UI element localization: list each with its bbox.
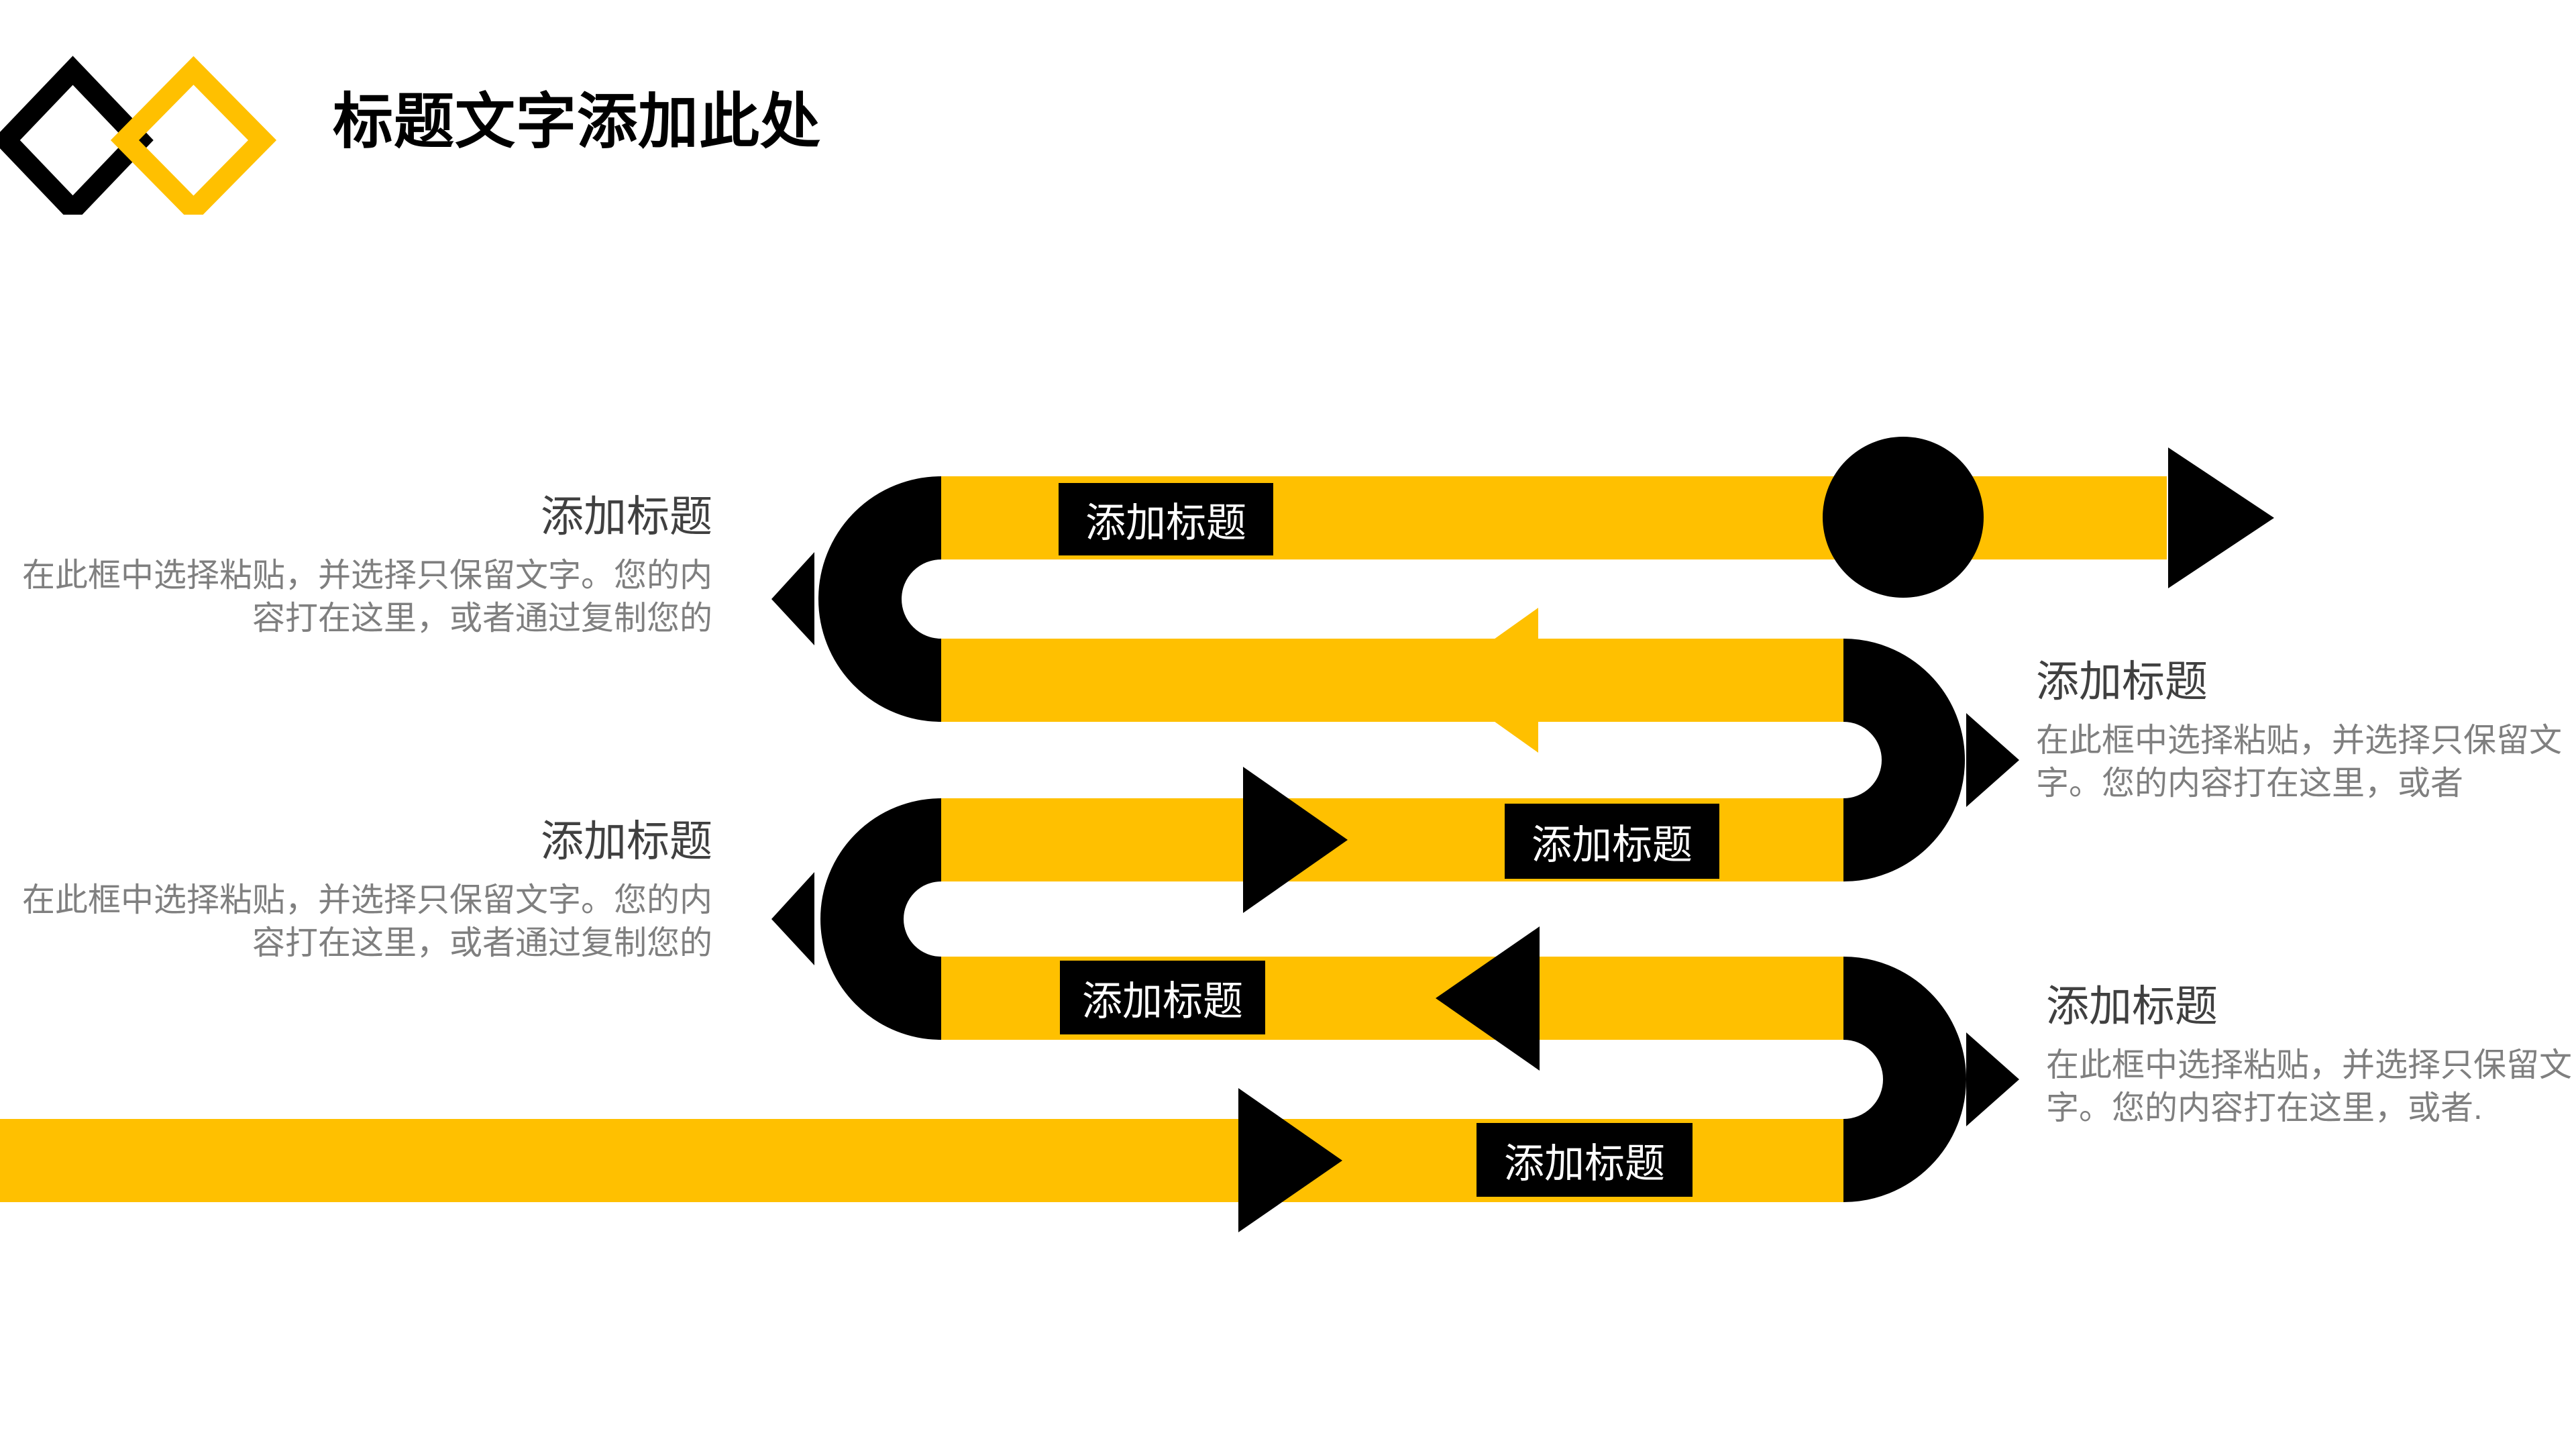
flow-label-4: 添加标题 bbox=[1477, 1123, 1693, 1197]
callout-body-line: 在此框中选择粘贴，并选择只保留文 bbox=[2036, 722, 2563, 759]
exit-arrow-icon bbox=[2168, 447, 2274, 588]
callout-title: 添加标题 bbox=[541, 817, 712, 865]
black-diamond-icon bbox=[0, 56, 154, 215]
slide-title: 标题文字添加此处 bbox=[333, 89, 821, 156]
callout-left-1: 添加标题 在此框中选择粘贴，并选择只保留文字。您的内 容打在这里，或者通过复制您… bbox=[0, 487, 712, 640]
u-turn-left-top-pointer-icon bbox=[771, 552, 814, 645]
callout-right-1: 添加标题 在此框中选择粘贴，并选择只保留文 字。您的内容打在这里，或者 bbox=[2036, 652, 2573, 805]
callout-body-line: 在此框中选择粘贴，并选择只保留文字。您的内 bbox=[21, 882, 712, 918]
u-turn-right-bottom-arc bbox=[1841, 957, 1966, 1202]
flow-direction-arrow-row2-icon bbox=[1436, 608, 1538, 753]
u-turn-right-top-pointer-icon bbox=[1966, 713, 2019, 807]
flow-bar-2 bbox=[941, 639, 1843, 722]
callout-title: 添加标题 bbox=[2036, 657, 2208, 706]
callout-right-2: 添加标题 在此框中选择粘贴，并选择只保留文 字。您的内容打在这里，或者. bbox=[2046, 977, 2576, 1130]
u-turn-left-top-arc bbox=[818, 476, 943, 722]
callout-body: 在此框中选择粘贴，并选择只保留文字。您的内 容打在这里，或者通过复制您的 bbox=[0, 554, 712, 640]
flow-direction-arrow-row3-icon bbox=[1243, 767, 1348, 913]
flow-label-2: 添加标题 bbox=[1505, 804, 1719, 879]
callout-body-line: 字。您的内容打在这里，或者. bbox=[2046, 1090, 2483, 1126]
callout-body-line: 容打在这里，或者通过复制您的 bbox=[252, 600, 712, 637]
callout-left-2: 添加标题 在此框中选择粘贴，并选择只保留文字。您的内 容打在这里，或者通过复制您… bbox=[0, 812, 712, 965]
u-turn-right-bottom-pointer-icon bbox=[1966, 1032, 2019, 1126]
logo-diamonds bbox=[0, 56, 277, 215]
yellow-diamond-icon bbox=[110, 56, 277, 215]
flow-direction-arrow-row5-icon bbox=[1238, 1088, 1342, 1232]
u-turn-left-bottom-pointer-icon bbox=[771, 872, 814, 965]
callout-body: 在此框中选择粘贴，并选择只保留文 字。您的内容打在这里，或者. bbox=[2046, 1044, 2576, 1130]
callout-title: 添加标题 bbox=[2046, 982, 2218, 1030]
flow-label-1: 添加标题 bbox=[1059, 483, 1273, 555]
callout-body: 在此框中选择粘贴，并选择只保留文 字。您的内容打在这里，或者 bbox=[2036, 719, 2573, 805]
u-turn-left-bottom-arc bbox=[820, 798, 943, 1040]
flow-direction-arrow-row4-icon bbox=[1436, 926, 1540, 1071]
callout-title: 添加标题 bbox=[541, 492, 712, 541]
callout-body-line: 字。您的内容打在这里，或者 bbox=[2036, 765, 2464, 802]
u-turn-right-top-arc bbox=[1841, 639, 1965, 881]
callout-body-line: 在此框中选择粘贴，并选择只保留文字。您的内 bbox=[21, 557, 712, 594]
callout-body-line: 容打在这里，或者通过复制您的 bbox=[252, 925, 712, 961]
callout-body-line: 在此框中选择粘贴，并选择只保留文 bbox=[2046, 1047, 2573, 1083]
flow-label-3: 添加标题 bbox=[1060, 961, 1265, 1034]
flow-node-circle bbox=[1823, 437, 1984, 598]
callout-body: 在此框中选择粘贴，并选择只保留文字。您的内 容打在这里，或者通过复制您的 bbox=[0, 879, 712, 965]
